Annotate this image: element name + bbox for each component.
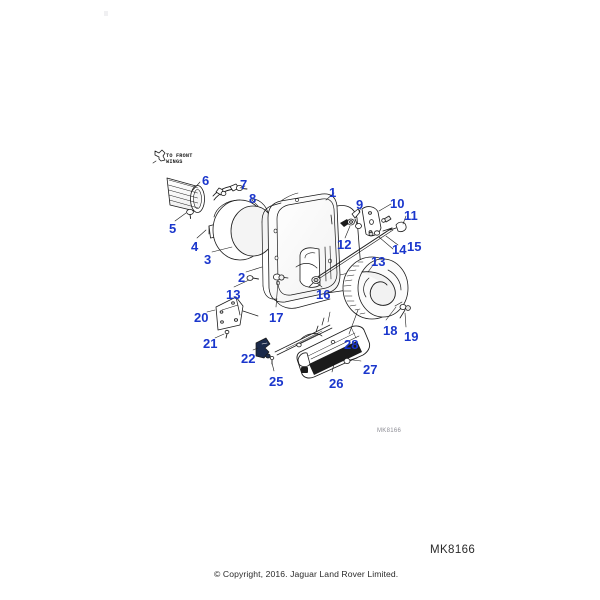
callout-12: 12 bbox=[337, 237, 352, 252]
callout-26: 26 bbox=[329, 376, 344, 391]
callout-28: 28 bbox=[344, 337, 359, 352]
callout-15: 15 bbox=[407, 239, 422, 254]
callout-13-left: 13 bbox=[226, 287, 241, 302]
scan-artifact bbox=[104, 11, 108, 16]
control-cable-assembly bbox=[274, 311, 333, 356]
part-27-matrix-grommet bbox=[343, 357, 358, 364]
sheet-code: MK8166 bbox=[430, 544, 476, 556]
part-19-fan-screw bbox=[399, 303, 411, 319]
part-8-cowl-seal bbox=[251, 198, 269, 214]
part-10-mounting-plate bbox=[361, 206, 392, 237]
leader-lines bbox=[174, 181, 407, 373]
callout-1: 1 bbox=[329, 185, 337, 200]
part-13-screw-left bbox=[246, 275, 259, 281]
flag-arrow-icon bbox=[152, 149, 166, 164]
part-18-fan-fixing bbox=[394, 301, 403, 307]
callout-25: 25 bbox=[269, 374, 284, 389]
callout-7: 7 bbox=[240, 177, 248, 192]
part-9-control-lever bbox=[351, 208, 362, 229]
callout-22: 22 bbox=[241, 351, 256, 366]
callout-2: 2 bbox=[238, 270, 246, 285]
part-5-duct-clip bbox=[186, 208, 194, 219]
part-12-pivot-bush bbox=[340, 218, 355, 227]
callout-20: 20 bbox=[194, 310, 209, 325]
part-14-rod-clip bbox=[368, 230, 380, 237]
part-17-stud bbox=[272, 273, 289, 281]
diagram-watermark-code: MK8166 bbox=[377, 428, 402, 434]
callout-5: 5 bbox=[169, 221, 177, 236]
part-22-cable-clip bbox=[255, 337, 271, 359]
part-7-clamp-band bbox=[212, 183, 248, 201]
callout-11: 11 bbox=[404, 208, 418, 223]
callout-17: 17 bbox=[269, 310, 284, 325]
part-6-air-duct bbox=[166, 177, 205, 213]
part-16-rod-bush bbox=[308, 276, 321, 288]
part-26-heater-matrix bbox=[296, 325, 371, 379]
part-28-blower-fan bbox=[342, 256, 409, 320]
callout-9: 9 bbox=[356, 197, 364, 212]
part-20-bracket bbox=[215, 296, 259, 331]
callout-16: 16 bbox=[316, 287, 331, 302]
callout-8: 8 bbox=[249, 191, 257, 206]
callout-10: 10 bbox=[390, 196, 405, 211]
callout-27: 27 bbox=[363, 362, 378, 377]
callout-14: 14 bbox=[392, 242, 407, 257]
to-front-wings-note: TO FRONT WINGS bbox=[166, 153, 193, 165]
callout-19: 19 bbox=[404, 329, 419, 344]
callout-21: 21 bbox=[203, 336, 218, 351]
part-3-intake-ring bbox=[212, 199, 276, 261]
callout-18: 18 bbox=[383, 323, 398, 338]
copyright-notice: © Copyright, 2016. Jaguar Land Rover Lim… bbox=[214, 569, 399, 579]
callout-4: 4 bbox=[191, 239, 199, 254]
callout-3: 3 bbox=[204, 252, 212, 267]
part-21-bracket-screw bbox=[224, 329, 230, 339]
callout-13-right: 13 bbox=[371, 254, 386, 269]
callout-6: 6 bbox=[202, 173, 210, 188]
part-11-grommet bbox=[389, 221, 407, 233]
